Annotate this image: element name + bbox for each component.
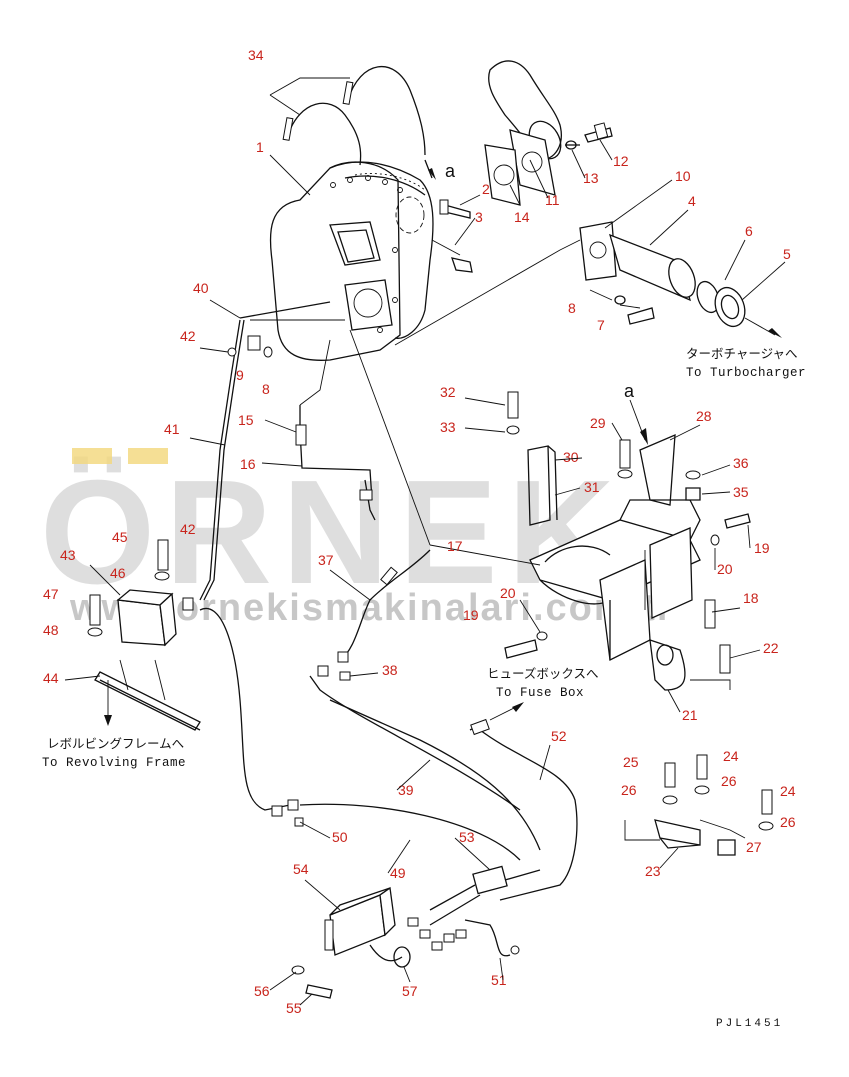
callout-7: 7 (597, 317, 605, 333)
callout-4: 4 (688, 193, 696, 209)
callout-13: 13 (583, 170, 599, 186)
callout-34: 34 (248, 47, 264, 63)
note-turbo-jp: ターボチャージャへ (686, 346, 798, 361)
callout-24b: 24 (780, 783, 796, 799)
callout-55: 55 (286, 1000, 302, 1016)
callout-44: 44 (43, 670, 59, 686)
frame-bracket (429, 391, 751, 691)
callout-2: 2 (482, 181, 490, 197)
callout-20a: 20 (717, 561, 733, 577)
callout-33: 33 (440, 419, 456, 435)
callout-leaders (64, 139, 786, 1006)
note-fuse-jp: ヒューズボックスへ (487, 666, 599, 681)
note-turbo-en: To Turbocharger (686, 366, 806, 380)
callout-12: 12 (613, 153, 629, 169)
callout-54: 54 (293, 861, 309, 877)
callout-numbers: 34 1 2 3 12 13 10 11 14 4 6 5 8 7 40 42 … (43, 47, 796, 1016)
note-frame-jp: レボルビングフレームへ (47, 736, 184, 751)
callout-41: 41 (164, 421, 180, 437)
callout-16: 16 (240, 456, 256, 472)
callout-3: 3 (475, 209, 483, 225)
callout-40: 40 (193, 280, 209, 296)
callout-14: 14 (514, 209, 530, 225)
callout-50: 50 (332, 829, 348, 845)
callout-8a: 8 (568, 300, 576, 316)
callout-23: 23 (645, 863, 661, 879)
wire-harness (199, 549, 578, 901)
control-unit (291, 886, 396, 999)
callout-26a: 26 (721, 773, 737, 789)
callout-5: 5 (783, 246, 791, 262)
drawing-code: PJL1451 (716, 1018, 783, 1030)
callout-27: 27 (746, 839, 762, 855)
callout-42b: 42 (180, 521, 196, 537)
callout-30: 30 (563, 449, 579, 465)
view-marker-top: a (445, 161, 456, 181)
callout-21: 21 (682, 707, 698, 723)
callout-37: 37 (318, 552, 334, 568)
watermark-dot-right (128, 448, 168, 464)
note-fuse-en: To Fuse Box (496, 686, 584, 700)
sensor-pipe (199, 301, 376, 601)
callout-57: 57 (402, 983, 418, 999)
callout-10: 10 (675, 168, 691, 184)
callout-8b: 8 (262, 381, 270, 397)
exhaust-elbow (484, 60, 613, 206)
callout-17: 17 (447, 538, 463, 554)
callout-51: 51 (491, 972, 507, 988)
callout-42a: 42 (180, 328, 196, 344)
callout-46: 46 (110, 565, 126, 581)
callout-29: 29 (590, 415, 606, 431)
callout-19b: 19 (463, 607, 479, 623)
callout-36: 36 (733, 455, 749, 471)
muffler-bolts (431, 199, 473, 273)
callout-43: 43 (60, 547, 76, 563)
callout-47: 47 (43, 586, 59, 602)
callout-56: 56 (254, 983, 270, 999)
exhaust-pipe (579, 221, 782, 338)
callout-49: 49 (390, 865, 406, 881)
callout-48: 48 (43, 622, 59, 638)
lower-bracket (624, 754, 774, 856)
callout-38: 38 (382, 662, 398, 678)
callout-1: 1 (256, 139, 264, 155)
callout-19a: 19 (754, 540, 770, 556)
callout-45: 45 (112, 529, 128, 545)
watermark: ÖRNEK www.ornekismakinalari.com.tr (40, 448, 672, 629)
callout-11: 11 (545, 192, 560, 208)
watermark-brand: ÖRNEK (40, 450, 624, 615)
harness-junction (369, 865, 541, 968)
sensor-wires (269, 65, 436, 180)
callout-53: 53 (459, 829, 475, 845)
callout-6: 6 (745, 223, 753, 239)
callout-25: 25 (623, 754, 639, 770)
guide-lines (250, 239, 581, 546)
note-frame-en: To Revolving Frame (42, 756, 186, 770)
callout-39: 39 (398, 782, 414, 798)
callout-9: 9 (236, 367, 244, 383)
callout-32: 32 (440, 384, 456, 400)
callout-26b: 26 (621, 782, 637, 798)
view-marker-frame: a (624, 381, 635, 401)
callout-26c: 26 (780, 814, 796, 830)
callout-31: 31 (584, 479, 600, 495)
callout-20b: 20 (500, 585, 516, 601)
callout-52: 52 (551, 728, 567, 744)
callout-35: 35 (733, 484, 749, 500)
watermark-dot-left (72, 448, 112, 464)
callout-24a: 24 (723, 748, 739, 764)
muffler (269, 161, 434, 361)
controller-assembly (87, 539, 201, 731)
callout-22: 22 (763, 640, 779, 656)
callout-15: 15 (238, 412, 254, 428)
callout-28: 28 (696, 408, 712, 424)
callout-18: 18 (743, 590, 759, 606)
